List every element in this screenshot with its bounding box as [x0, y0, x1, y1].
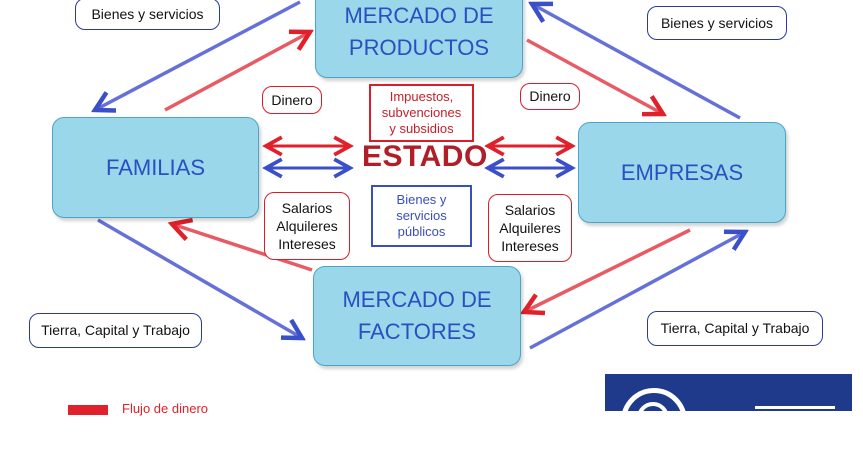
logo-bar: [755, 406, 835, 409]
arrow-familias-to-factores: [97, 218, 302, 338]
logo: [605, 374, 852, 454]
label-salarios-left: Salarios Alquileres Intereses: [264, 192, 350, 260]
label-dinero-left: Dinero: [262, 86, 322, 114]
arrow-empresas-to-productos: [532, 4, 741, 120]
label-bienes-servicios-right: Bienes y servicios: [647, 6, 787, 40]
node-mercado-productos: MERCADO DE PRODUCTOS: [315, 0, 523, 78]
node-empresas: EMPRESAS: [578, 122, 786, 223]
label-tierra-capital-trabajo-right: Tierra, Capital y Trabajo: [647, 311, 823, 346]
arrow-factores-to-empresas: [529, 232, 745, 350]
legend-money-text: Flujo de dinero: [122, 401, 208, 416]
flow-arrows: [0, 0, 863, 350]
node-mercado-factores: MERCADO DE FACTORES: [313, 266, 521, 366]
arrow-productos-to-empresas: [526, 38, 663, 114]
label-tierra-capital-trabajo-left: Tierra, Capital y Trabajo: [29, 313, 202, 348]
arrow-factores-to-familias: [172, 224, 313, 272]
logo-ring-inner-icon: [637, 402, 669, 434]
label-salarios-right: Salarios Alquileres Intereses: [488, 194, 572, 262]
arrow-productos-to-familias: [95, 0, 301, 110]
node-familias: FAMILIAS: [52, 117, 259, 218]
arrow-familias-to-productos: [164, 32, 310, 112]
label-dinero-right: Dinero: [520, 83, 580, 110]
label-bienes-servicios-left: Bienes y servicios: [75, 0, 220, 30]
legend-money-swatch: [68, 405, 108, 415]
estado-label: ESTADO: [362, 140, 488, 173]
label-bienes-publicos: Bienes y servicios públicos: [371, 185, 472, 247]
arrow-empresas-to-factores: [524, 228, 691, 312]
label-impuestos: Impuestos, subvenciones y subsidios: [369, 84, 474, 142]
